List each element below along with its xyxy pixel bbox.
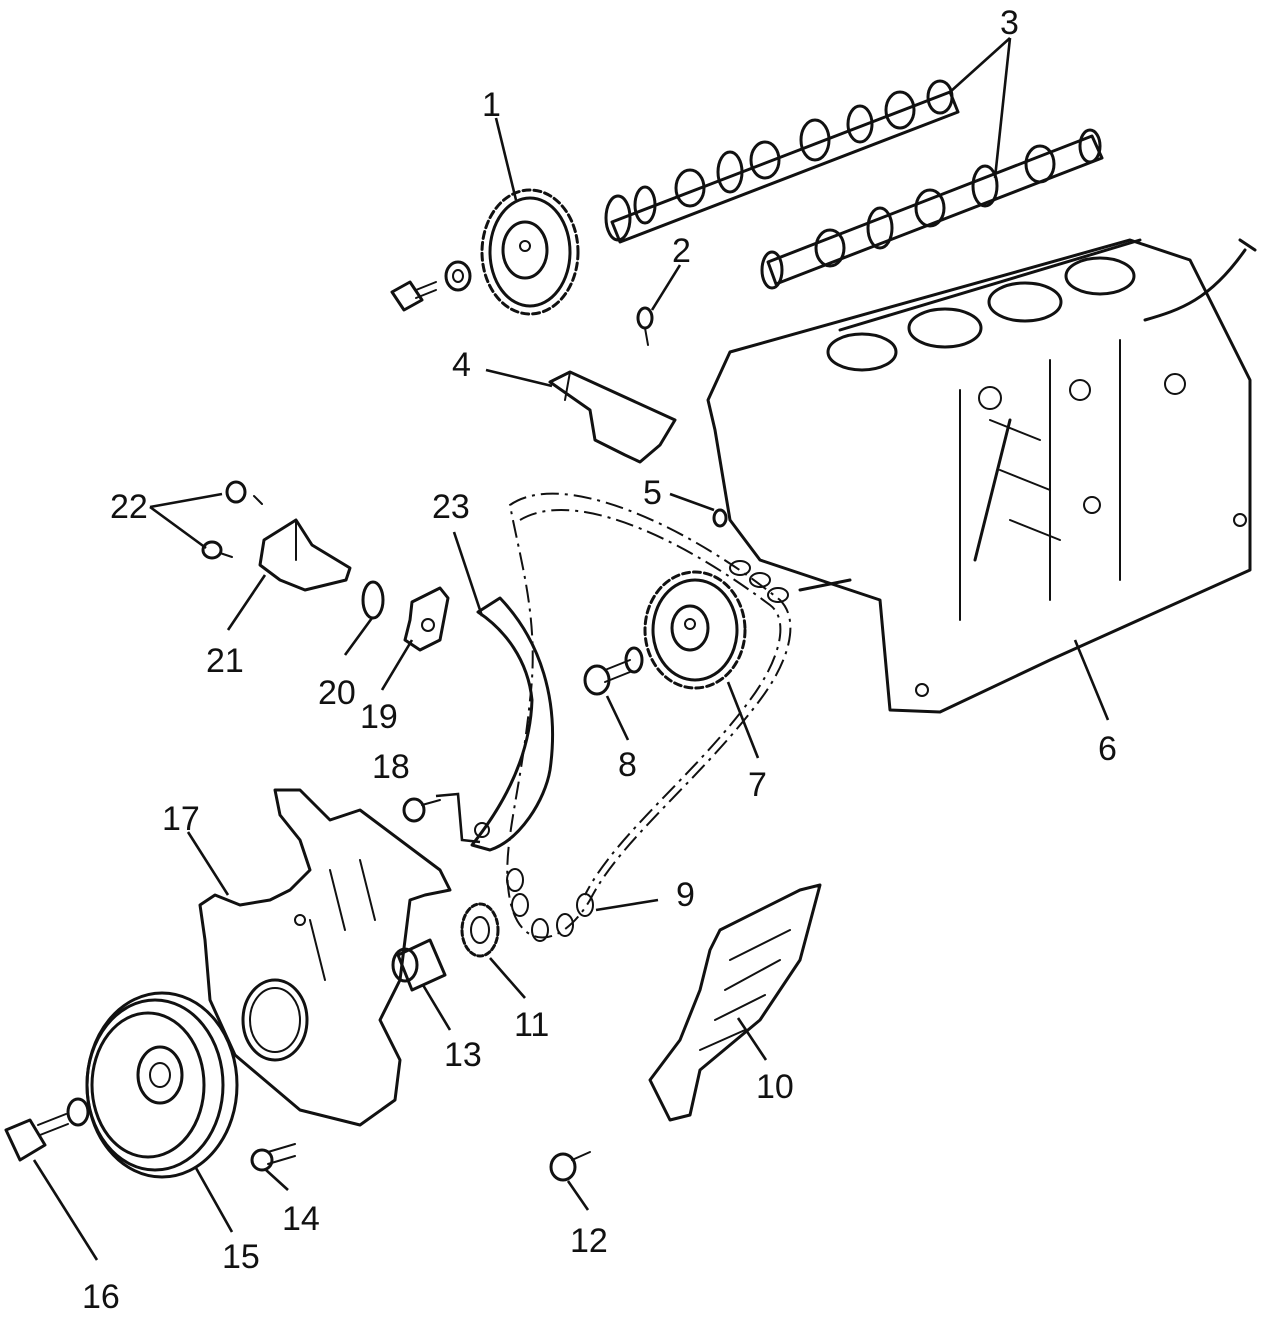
callout-17: 17: [162, 800, 200, 838]
leader-10: [736, 1017, 768, 1061]
leader-18: [435, 792, 481, 844]
sprocket-bolt: [390, 260, 472, 312]
bolt-18: [402, 797, 441, 823]
callout-21: 21: [206, 642, 244, 680]
callout-8: 8: [618, 746, 637, 784]
timing-cover: [198, 788, 452, 1127]
bolt-8: [583, 646, 644, 696]
leader-14: [265, 1169, 289, 1191]
callout-10: 10: [756, 1068, 794, 1106]
crankshaft-sprocket: [643, 570, 747, 690]
bolt-14: [250, 1143, 296, 1172]
callout-4: 4: [452, 346, 471, 384]
leader-22b: [149, 505, 207, 550]
callout-2: 2: [672, 232, 691, 270]
leader-6: [1073, 639, 1110, 721]
callout-18: 18: [372, 748, 410, 786]
camshaft-lower: [760, 128, 1104, 290]
leader-12: [566, 1180, 590, 1211]
callout-16: 16: [82, 1278, 120, 1316]
leader-13: [421, 984, 452, 1031]
bolt-2: [636, 306, 654, 346]
camshaft-sprocket: [480, 188, 580, 316]
tensioner-fasteners: [201, 480, 263, 560]
chain-tensioner: [258, 518, 352, 592]
tensioner-rail: [470, 596, 554, 852]
callout-23: 23: [432, 488, 470, 526]
leader-22a: [149, 492, 223, 509]
leader-15: [194, 1167, 234, 1233]
leader-4: [485, 368, 553, 388]
leader-2: [650, 264, 682, 311]
leader-20: [343, 617, 374, 656]
leader-3a: [949, 37, 1011, 93]
o-ring: [361, 580, 385, 620]
callout-6: 6: [1098, 730, 1117, 768]
callout-7: 7: [748, 766, 767, 804]
callout-22: 22: [110, 488, 148, 526]
callout-3: 3: [1000, 4, 1019, 42]
callout-5: 5: [643, 474, 662, 512]
leader-1: [494, 117, 518, 201]
side-guide-plate: [648, 883, 822, 1122]
callout-12: 12: [570, 1222, 608, 1260]
callout-19: 19: [360, 698, 398, 736]
leader-23: [452, 531, 484, 617]
bolt-12: [549, 1151, 591, 1182]
callout-20: 20: [318, 674, 356, 712]
gasket: [403, 586, 450, 652]
callout-15: 15: [222, 1238, 260, 1276]
leader-9: [595, 898, 659, 912]
leader-8: [605, 695, 630, 741]
camshaft-upper: [604, 79, 960, 244]
callout-labels: 1 2 3 4 5 6 7 8 9 10 11 12 13 14 15 16 1…: [82, 4, 1117, 1316]
leader-11: [489, 957, 526, 999]
callout-13: 13: [444, 1036, 482, 1074]
callout-9: 9: [676, 876, 695, 914]
upper-chain-guide: [548, 370, 677, 464]
callout-11: 11: [514, 1006, 549, 1044]
leader-lines: [32, 37, 1110, 1261]
leader-19: [380, 639, 414, 691]
crankshaft-pulley: [85, 991, 239, 1179]
leader-3b: [993, 37, 1012, 179]
leader-5: [669, 492, 715, 512]
timing-chain: [506, 492, 792, 942]
callout-1: 1: [482, 86, 501, 124]
cylinder-block: [706, 238, 1257, 714]
leader-17: [186, 831, 230, 896]
leader-7: [726, 681, 760, 759]
small-sprocket: [460, 902, 500, 958]
leader-16: [32, 1159, 99, 1261]
bolt-16: [4, 1097, 90, 1162]
washer-5: [712, 508, 728, 528]
leader-21: [226, 574, 267, 631]
callout-14: 14: [282, 1200, 320, 1238]
